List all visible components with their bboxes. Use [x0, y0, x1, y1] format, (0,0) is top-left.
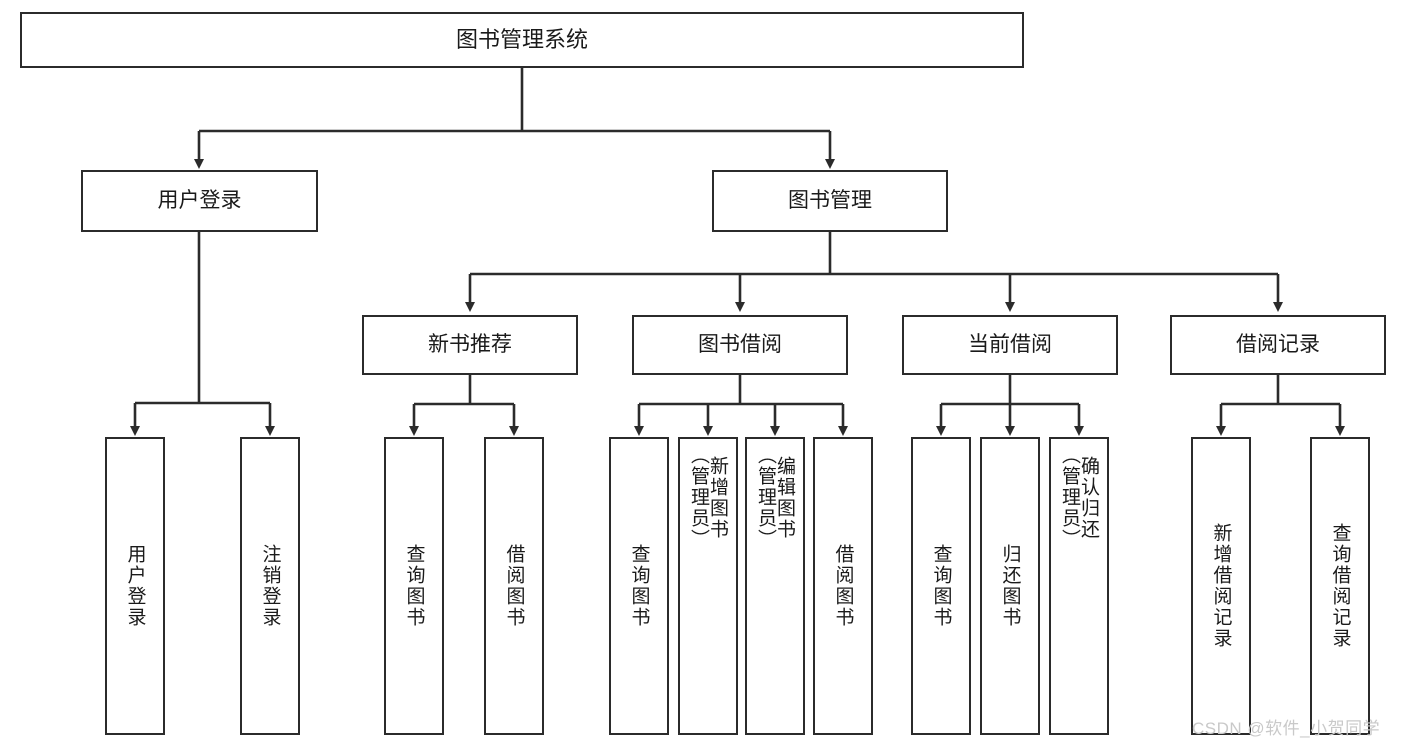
- leaf-book-borrow-query-book[interactable]: 查询图书: [609, 437, 669, 735]
- node-borrow-record[interactable]: 借阅记录: [1170, 315, 1386, 375]
- node-root-system[interactable]: 图书管理系统: [20, 12, 1024, 68]
- node-label: 查询图书: [403, 544, 425, 628]
- node-label: 新增借阅记录: [1210, 523, 1232, 649]
- node-label: 新书推荐: [428, 332, 512, 356]
- node-label: 确认归还 （管理员）: [1059, 445, 1099, 550]
- node-label: 编辑图书 （管理员）: [755, 445, 795, 550]
- node-label: 图书借阅: [698, 332, 782, 356]
- node-label: 注销登录: [259, 544, 281, 628]
- leaf-book-borrow-borrow-book[interactable]: 借阅图书: [813, 437, 873, 735]
- node-label: 借阅记录: [1236, 332, 1320, 356]
- watermark-text: CSDN @软件_小贺同学: [1192, 719, 1381, 738]
- node-new-book-recommend[interactable]: 新书推荐: [362, 315, 578, 375]
- leaf-new-book-borrow-book[interactable]: 借阅图书: [484, 437, 544, 735]
- node-label: 归还图书: [999, 544, 1021, 628]
- node-book-borrow[interactable]: 图书借阅: [632, 315, 848, 375]
- node-current-borrow[interactable]: 当前借阅: [902, 315, 1118, 375]
- node-label: 查询图书: [628, 544, 650, 628]
- node-label: 用户登录: [124, 544, 146, 628]
- leaf-borrow-record-query-record[interactable]: 查询借阅记录: [1310, 437, 1370, 735]
- node-label: 借阅图书: [503, 544, 525, 628]
- leaf-new-book-query-book[interactable]: 查询图书: [384, 437, 444, 735]
- leaf-current-borrow-query-book[interactable]: 查询图书: [911, 437, 971, 735]
- leaf-book-borrow-add-book-admin[interactable]: 新增图书 （管理员）: [678, 437, 738, 735]
- node-label: 查询借阅记录: [1329, 523, 1351, 649]
- leaf-book-borrow-edit-book-admin[interactable]: 编辑图书 （管理员）: [745, 437, 805, 735]
- node-label: 图书管理系统: [455, 27, 588, 53]
- node-book-management[interactable]: 图书管理: [712, 170, 948, 232]
- node-label: 用户登录: [157, 188, 242, 212]
- node-label: 新增图书 （管理员）: [688, 445, 728, 550]
- leaf-user-login-login[interactable]: 用户登录: [105, 437, 165, 735]
- node-label: 当前借阅: [968, 332, 1052, 356]
- leaf-borrow-record-add-record[interactable]: 新增借阅记录: [1191, 437, 1251, 735]
- leaf-current-borrow-confirm-return-admin[interactable]: 确认归还 （管理员）: [1049, 437, 1109, 735]
- node-label: 查询图书: [930, 544, 952, 628]
- node-user-login[interactable]: 用户登录: [81, 170, 318, 232]
- node-label: 借阅图书: [832, 544, 854, 628]
- node-label: 图书管理: [788, 188, 872, 212]
- leaf-user-login-logout[interactable]: 注销登录: [240, 437, 300, 735]
- leaf-current-borrow-return-book[interactable]: 归还图书: [980, 437, 1040, 735]
